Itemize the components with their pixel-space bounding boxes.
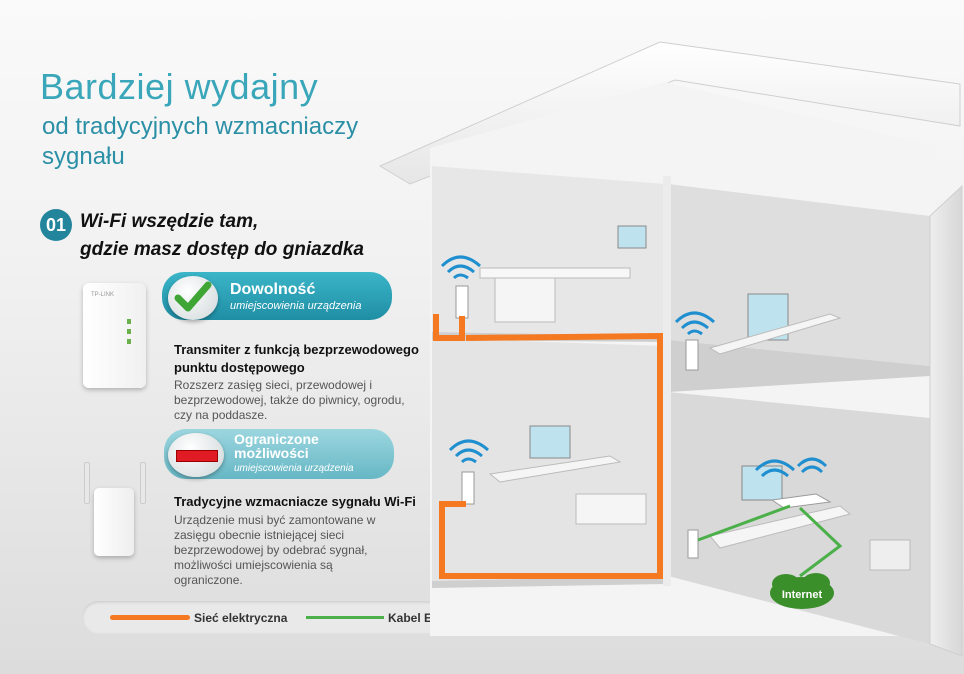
headline-line1: Bardziej wydajny bbox=[40, 66, 319, 107]
option-good-text: Rozszerz zasięg sieci, przewodowej i bez… bbox=[174, 378, 405, 422]
power-line-legend-label: Sieć elektryczna bbox=[194, 611, 288, 625]
red-bar-icon bbox=[168, 433, 224, 477]
power-line-path bbox=[433, 314, 465, 341]
router bbox=[770, 493, 832, 509]
device-led-strip bbox=[127, 319, 131, 355]
extender-device-image bbox=[80, 462, 150, 562]
badge-dowolnosc-main: Dowolność bbox=[230, 281, 316, 298]
internet-cloud-icon bbox=[770, 573, 834, 609]
badge-ograniczone: Ograniczone możliwości umiejscowienia ur… bbox=[164, 429, 394, 479]
badge-ograniczone-sub: umiejscowienia urządzenia bbox=[234, 463, 354, 474]
section-number-badge: 01 bbox=[40, 209, 72, 241]
power-line-legend-line bbox=[110, 615, 190, 620]
room-top-left bbox=[432, 166, 665, 336]
wifi-icon bbox=[440, 255, 828, 478]
adapter-top-left bbox=[455, 285, 469, 319]
headline-line2: od tradycyjnych wzmacniaczy sygnału bbox=[42, 113, 359, 170]
checkmark-icon bbox=[168, 276, 218, 320]
powerline-device-image: TP-LINK bbox=[83, 283, 146, 388]
device-brand-label: TP-LINK bbox=[91, 292, 115, 298]
option-bad-text: Urządzenie musi być zamontowane w zasięg… bbox=[174, 513, 376, 587]
section-title-line2: gdzie masz dostęp do gniazdka bbox=[80, 239, 364, 260]
house-illustration: Internet bbox=[378, 41, 963, 657]
option-good-heading: Transmiter z funkcją bezprzewodowego pun… bbox=[174, 342, 419, 375]
ethernet-path bbox=[697, 504, 791, 542]
ethernet-legend-line bbox=[306, 616, 384, 619]
section-title-line1: Wi-Fi wszędzie tam, bbox=[80, 211, 259, 232]
badge-dowolnosc-sub: umiejscowienia urządzenia bbox=[230, 300, 362, 312]
adapter-bottom-left bbox=[461, 471, 475, 505]
internet-label: Internet bbox=[782, 589, 823, 601]
badge-ograniczone-main: Ograniczone możliwości bbox=[234, 431, 319, 461]
room-top-right bbox=[668, 184, 930, 366]
option-bad-heading: Tradycyjne wzmacniacze sygnału Wi-Fi bbox=[174, 494, 416, 509]
adapter-bottom-right bbox=[687, 529, 699, 559]
section-title: Wi-Fi wszędzie tam, gdzie masz dostęp do… bbox=[80, 208, 410, 264]
adapter-top-right bbox=[685, 339, 699, 371]
badge-dowolnosc: Dowolność umiejscowienia urządzenia bbox=[162, 272, 392, 320]
house-roof bbox=[378, 41, 961, 185]
